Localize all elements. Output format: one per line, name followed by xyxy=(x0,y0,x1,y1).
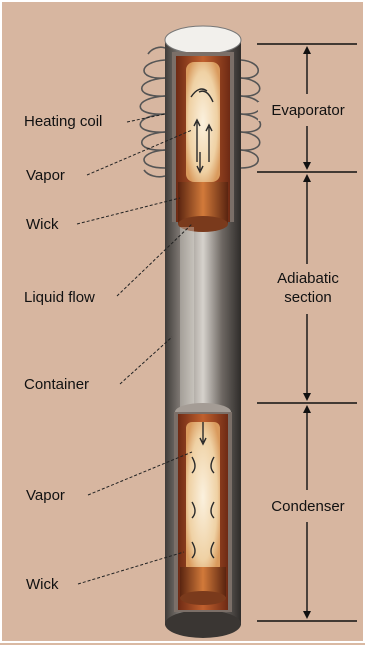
evaporator-cutaway xyxy=(172,52,234,232)
label-container: Container xyxy=(24,377,89,392)
tube-highlight xyxy=(180,227,194,407)
label-vapor-bottom: Vapor xyxy=(26,488,65,503)
label-vapor-top: Vapor xyxy=(26,168,65,183)
section-adiabatic-line2: section xyxy=(258,289,358,308)
label-liquid-flow: Liquid flow xyxy=(24,290,95,305)
section-brackets xyxy=(257,44,357,621)
section-evaporator: Evaporator xyxy=(258,102,358,121)
label-wick-bottom: Wick xyxy=(26,577,59,592)
label-wick-top: Wick xyxy=(26,217,59,232)
section-adiabatic: Adiabatic section xyxy=(258,270,358,308)
section-condenser: Condenser xyxy=(258,498,358,517)
section-adiabatic-line1: Adiabatic xyxy=(258,270,358,289)
label-heating-coil: Heating coil xyxy=(24,114,102,129)
